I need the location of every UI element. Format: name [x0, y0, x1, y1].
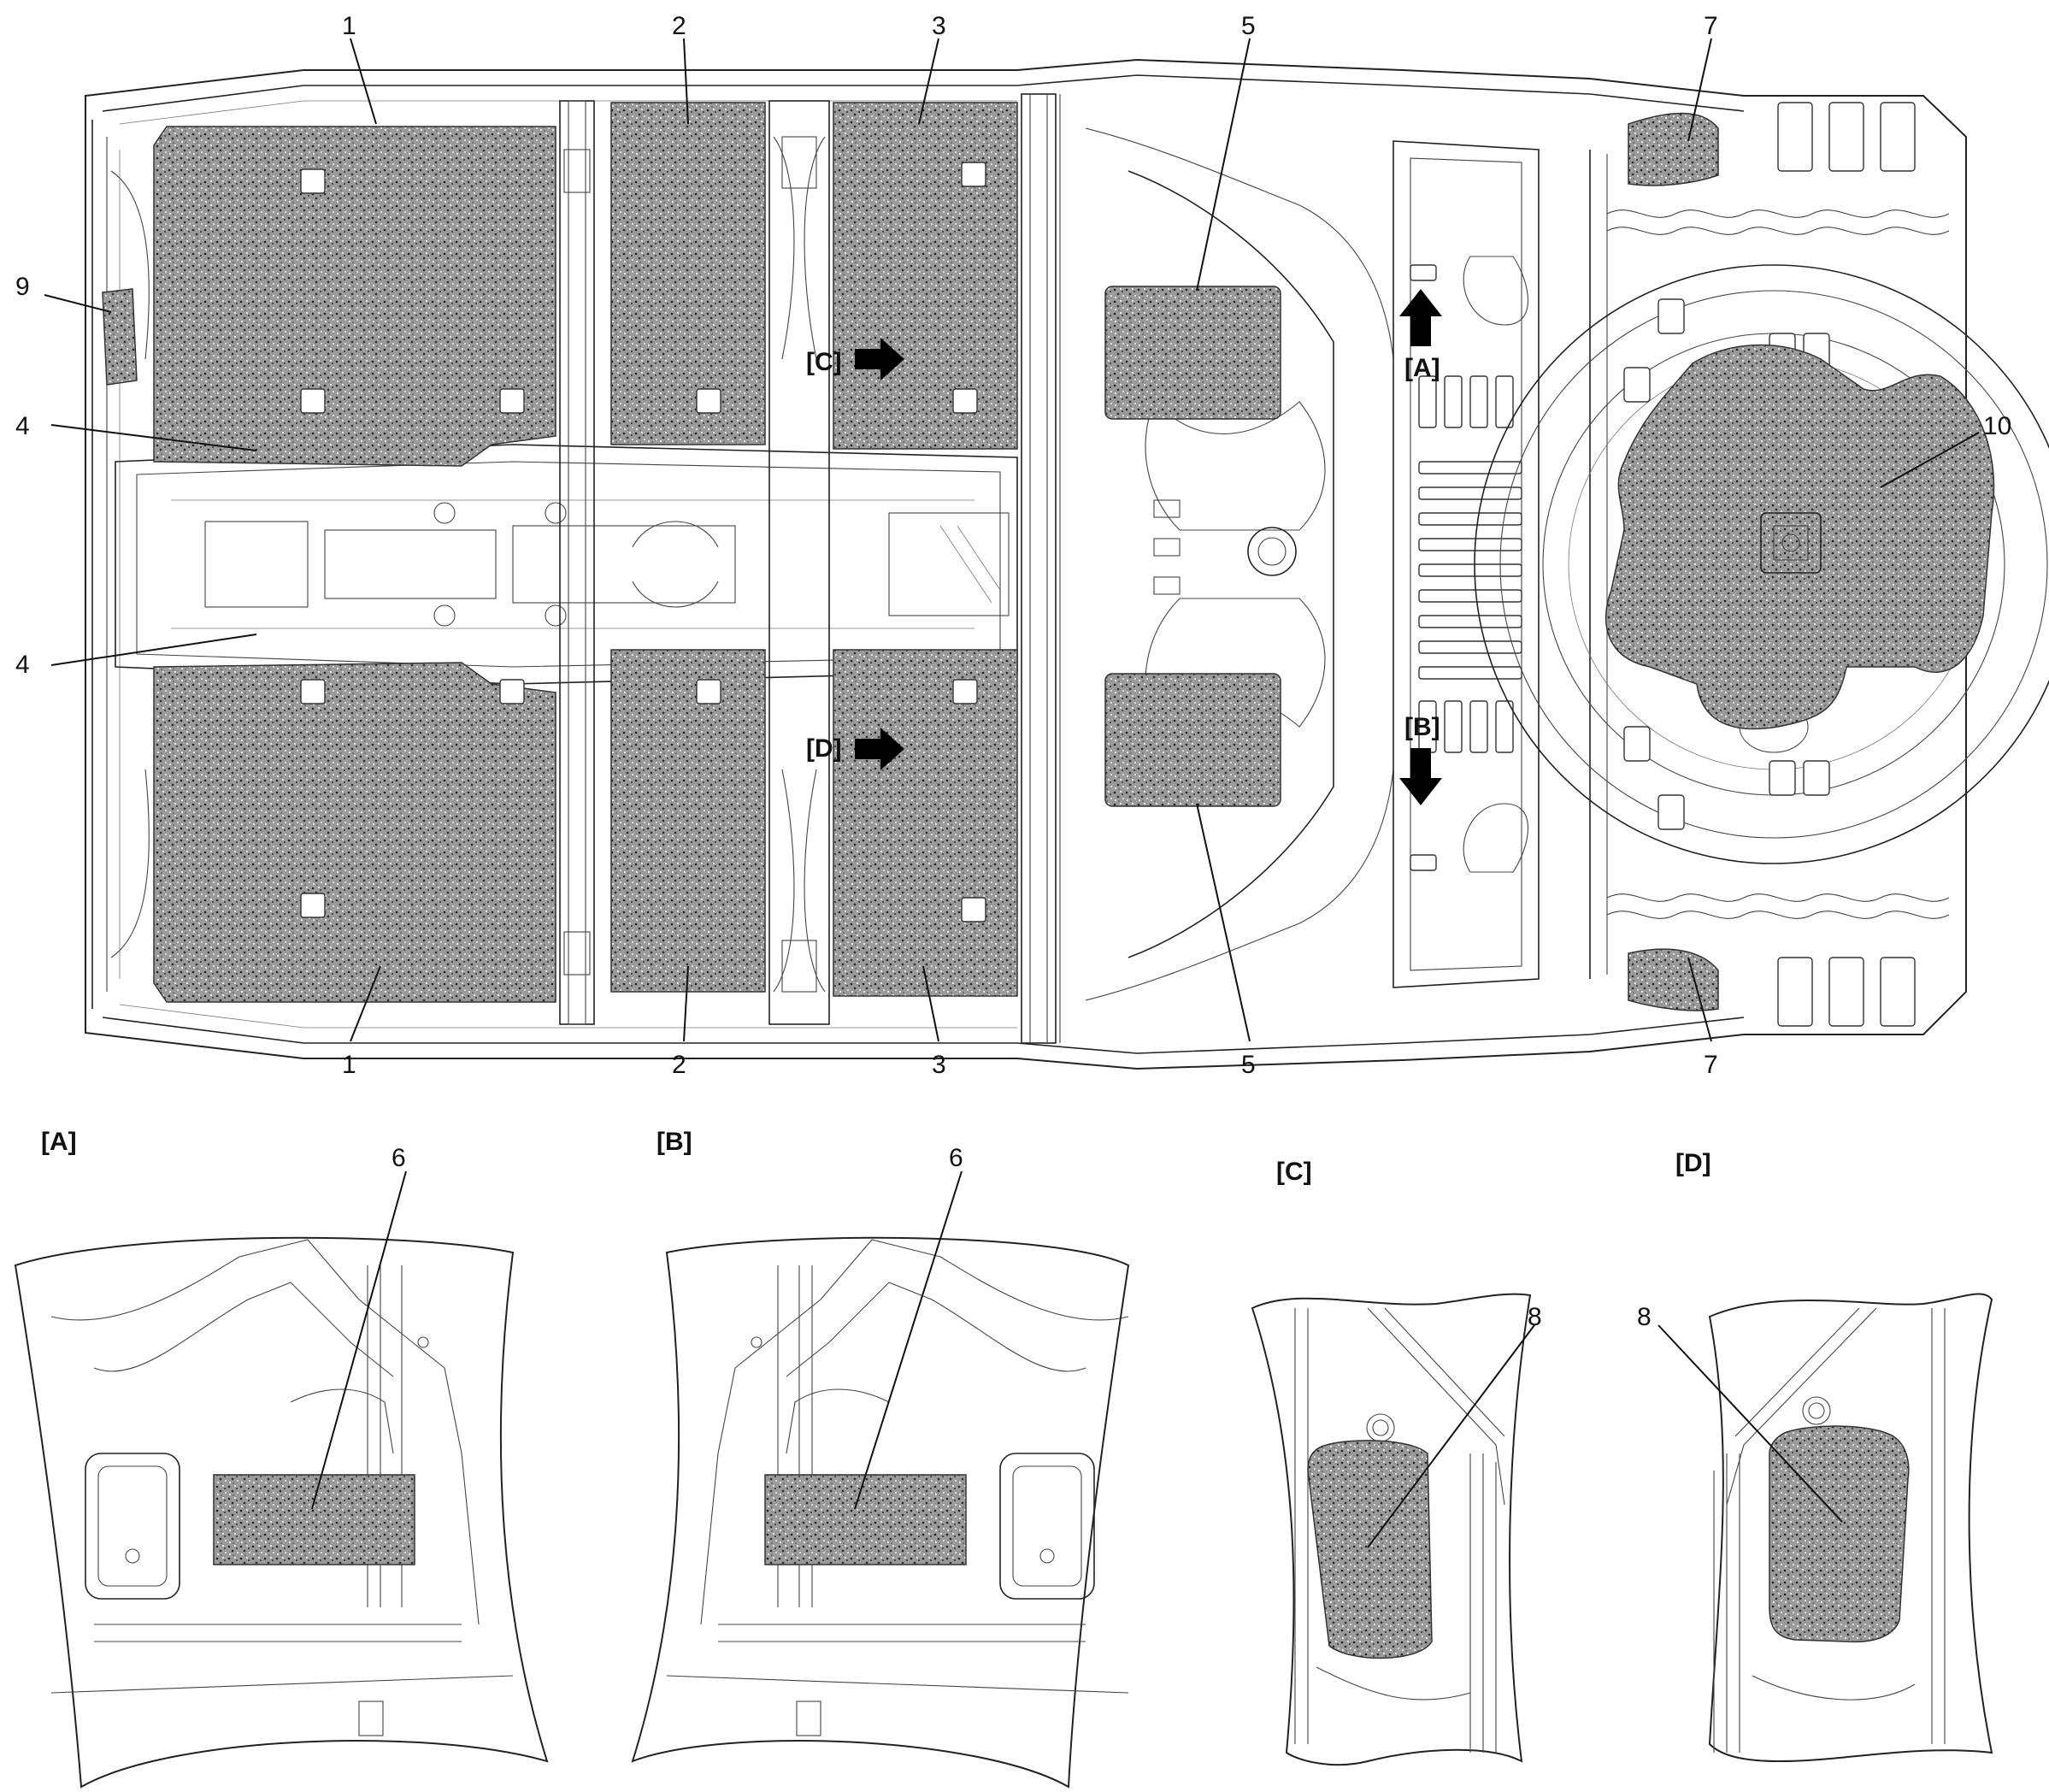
floor-overview: [C] [D] [A] [B] 1 2 3 5 7 9 4 4 [15, 12, 2049, 1079]
pad-8-view-d [1769, 1425, 1910, 1643]
callout-4-top: 4 [15, 412, 30, 440]
callout-9: 9 [15, 273, 30, 301]
pad-2-right [610, 649, 766, 993]
callout-2-bottom: 2 [672, 1051, 686, 1079]
detail-view-a: [A] 6 [14, 1128, 549, 1789]
arrow-icon [1399, 748, 1442, 805]
arrow-icon [855, 728, 904, 770]
callout-4-bottom: 4 [15, 651, 30, 679]
pad-8-view-c [1307, 1440, 1433, 1659]
pad-5-left [1104, 286, 1281, 420]
callout-6-view-b: 6 [949, 1144, 963, 1172]
arrow-icon [855, 338, 904, 380]
detail-view-d: [D] 8 [1637, 1149, 1993, 1763]
callout-1-top: 1 [342, 12, 356, 40]
pad-9 [102, 288, 138, 386]
arrow-icon [1399, 289, 1442, 346]
pad-2-left [610, 102, 766, 445]
callout-8-view-d: 8 [1637, 1303, 1652, 1331]
pad-1-front-left [153, 126, 556, 467]
pad-5-right [1104, 673, 1281, 807]
spare-tire-well [1474, 264, 2049, 864]
pad-7-left [1628, 112, 1719, 186]
rear-panel-slots [1410, 256, 1529, 873]
detail-a-title: [A] [41, 1128, 77, 1156]
callout-7-bottom: 7 [1704, 1051, 1718, 1079]
callout-7-top: 7 [1704, 12, 1718, 40]
view-ref-a-label: [A] [1404, 354, 1440, 382]
detail-view-b: [B] 6 [631, 1128, 1130, 1789]
pad-3-right [833, 649, 1018, 997]
callout-2-top: 2 [672, 12, 686, 40]
detail-d-title: [D] [1675, 1149, 1711, 1177]
pad-1-front-right [153, 662, 556, 1003]
pad-6-view-b [764, 1474, 967, 1565]
pad-3-left [833, 102, 1018, 450]
view-arrow-b: [B] [1399, 713, 1442, 805]
callout-5-top: 5 [1241, 12, 1256, 40]
pad-6-view-a [213, 1474, 415, 1565]
pad-7-right [1628, 948, 1719, 1011]
callout-10: 10 [1983, 412, 2011, 440]
callout-3-bottom: 3 [932, 1051, 946, 1079]
callout-8-view-c: 8 [1528, 1303, 1542, 1331]
cross-member-2 [768, 100, 830, 1025]
view-arrow-d: [D] [806, 728, 904, 770]
view-arrow-c: [C] [806, 338, 904, 380]
view-ref-c-label: [C] [806, 348, 842, 376]
detail-c-title: [C] [1276, 1158, 1312, 1186]
view-ref-b-label: [B] [1404, 713, 1440, 741]
callout-5-bottom: 5 [1241, 1051, 1256, 1079]
callout-3-top: 3 [932, 12, 946, 40]
detail-view-c: [C] 8 [1251, 1158, 1542, 1766]
callout-6-view-a: 6 [392, 1144, 406, 1172]
callout-1-bottom: 1 [342, 1051, 356, 1079]
view-arrow-a: [A] [1399, 289, 1442, 382]
view-ref-d-label: [D] [806, 734, 842, 763]
pad-10-spare-tire [1604, 344, 1995, 730]
detail-b-title: [B] [657, 1128, 692, 1156]
